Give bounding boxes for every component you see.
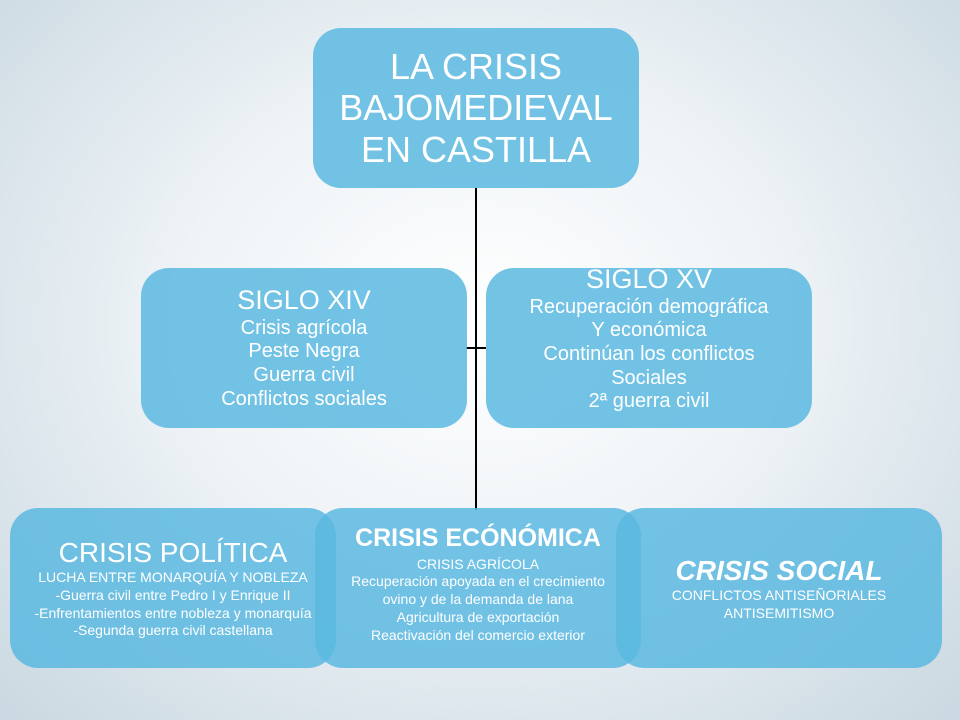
node-item: Peste Negra <box>248 340 360 363</box>
root-title-line: EN CASTILLA <box>360 128 592 170</box>
node-item: Recuperación demográfica <box>529 295 769 318</box>
node-item: ovino y de la demanda de lana <box>382 591 574 608</box>
crisis-politica-node: CRISIS POLÍTICA LUCHA ENTRE MONARQUÍA Y … <box>10 508 336 668</box>
root-node: LA CRISIS BAJOMEDIEVAL EN CASTILLA <box>313 28 639 188</box>
node-item: Guerra civil <box>253 363 355 386</box>
node-item: LUCHA ENTRE MONARQUÍA Y NOBLEZA <box>38 568 308 585</box>
node-item: -Guerra civil entre Pedro I y Enrique II <box>55 586 291 603</box>
node-title: CRISIS SOCIAL <box>675 554 883 586</box>
node-title: SIGLO XV <box>585 264 713 294</box>
root-title-line: BAJOMEDIEVAL <box>339 87 613 129</box>
node-item: CONFLICTOS ANTISEÑORIALES <box>671 586 887 603</box>
node-item: Crisis agrícola <box>240 316 368 339</box>
node-item: Reactivación del comercio exterior <box>371 627 585 644</box>
crisis-social-node: CRISIS SOCIAL CONFLICTOS ANTISEÑORIALES … <box>616 508 942 668</box>
root-title-line: LA CRISIS <box>389 45 563 87</box>
siglo-xiv-node: SIGLO XIV Crisis agrícola Peste Negra Gu… <box>141 268 467 428</box>
node-item: Sociales <box>611 366 687 389</box>
node-item: Agricultura de exportación <box>396 609 560 626</box>
node-item: CRISIS AGRÍCOLA <box>416 555 540 572</box>
node-title: SIGLO XIV <box>237 284 371 315</box>
node-title: CRISIS POLÍTICA <box>58 536 288 568</box>
connector-horizontal <box>466 347 486 349</box>
node-item: -Enfrentamientos entre nobleza y monarqu… <box>34 604 312 621</box>
node-item: Recuperación apoyada en el crecimiento <box>351 573 605 590</box>
connector-vertical <box>475 188 477 510</box>
node-item: ANTISEMITISMO <box>723 604 835 621</box>
node-title: CRISIS ECÓNÓMICA <box>355 524 601 552</box>
crisis-economica-node: CRISIS ECÓNÓMICA CRISIS AGRÍCOLA Recuper… <box>315 508 641 668</box>
node-item: 2ª guerra civil <box>588 390 710 413</box>
node-item: Conflictos sociales <box>221 387 387 410</box>
node-item: -Segunda guerra civil castellana <box>73 622 273 639</box>
siglo-xv-node: SIGLO XV Recuperación demográfica Y econ… <box>486 264 812 428</box>
node-item: Continúan los conflictos <box>543 343 755 366</box>
node-item: Y económica <box>591 319 707 342</box>
